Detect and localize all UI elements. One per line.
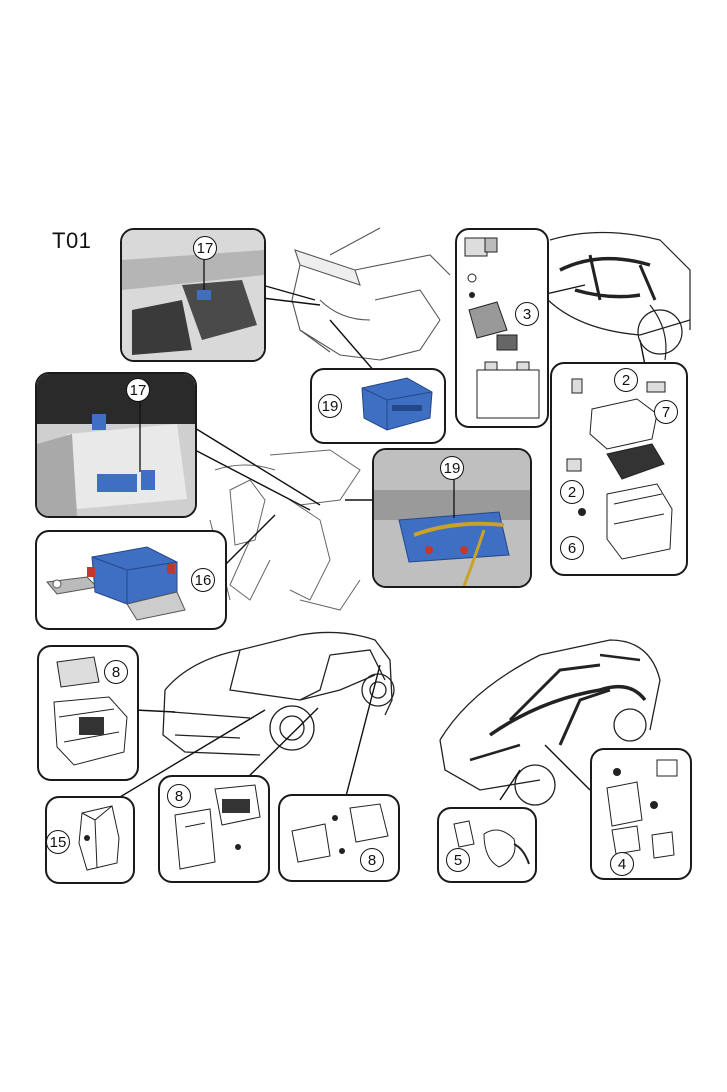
module-15-drawing — [78, 805, 120, 871]
console-inset — [35, 372, 197, 518]
callout-5: 5 — [446, 848, 470, 872]
callout-3: 3 — [515, 302, 539, 326]
module-16-drawing — [46, 546, 186, 621]
callout-8-right: 8 — [360, 848, 384, 872]
callout-2-top: 2 — [614, 368, 638, 392]
callout-17-trunk: 17 — [193, 236, 217, 260]
rear-hatch-sketch — [291, 227, 451, 361]
callout-8-left: 8 — [104, 660, 128, 684]
relay-block-8-inset-right — [278, 794, 400, 882]
callout-4: 4 — [610, 852, 634, 876]
figure-label: T01 — [52, 228, 92, 253]
leaders-bottom-right — [499, 744, 591, 801]
interior-sketch — [209, 449, 361, 611]
suv-exterior-sketch — [162, 631, 395, 756]
callout-6: 6 — [560, 536, 584, 560]
module-5-inset — [437, 807, 537, 883]
harness-sedan-sketch — [439, 639, 661, 806]
battery-drawing — [464, 237, 540, 419]
module-5-drawing — [453, 820, 530, 868]
module-4-drawing — [606, 759, 678, 859]
fuse-box-drawing — [566, 378, 673, 560]
callout-16: 16 — [191, 568, 215, 592]
leaders-top — [189, 284, 646, 566]
callout-15: 15 — [46, 830, 70, 854]
callout-2-mid: 2 — [560, 480, 584, 504]
battery-inset — [455, 228, 549, 428]
callout-19-dash: 19 — [440, 456, 464, 480]
engine-bay-sketch — [547, 231, 691, 361]
trunk-control-module-inset — [120, 228, 266, 362]
relay-block-right-drawing — [291, 803, 389, 863]
callout-7: 7 — [654, 400, 678, 424]
callout-17-console: 17 — [126, 378, 150, 402]
module-16-inset — [35, 530, 227, 630]
module-19-drawing — [361, 377, 433, 431]
relay-block-middle-drawing — [174, 784, 261, 870]
console-photo — [37, 374, 195, 516]
callout-19-rear: 19 — [318, 394, 342, 418]
callout-8-middle: 8 — [167, 784, 191, 808]
module-4-inset — [590, 748, 692, 880]
relay-block-drawing — [53, 656, 128, 766]
